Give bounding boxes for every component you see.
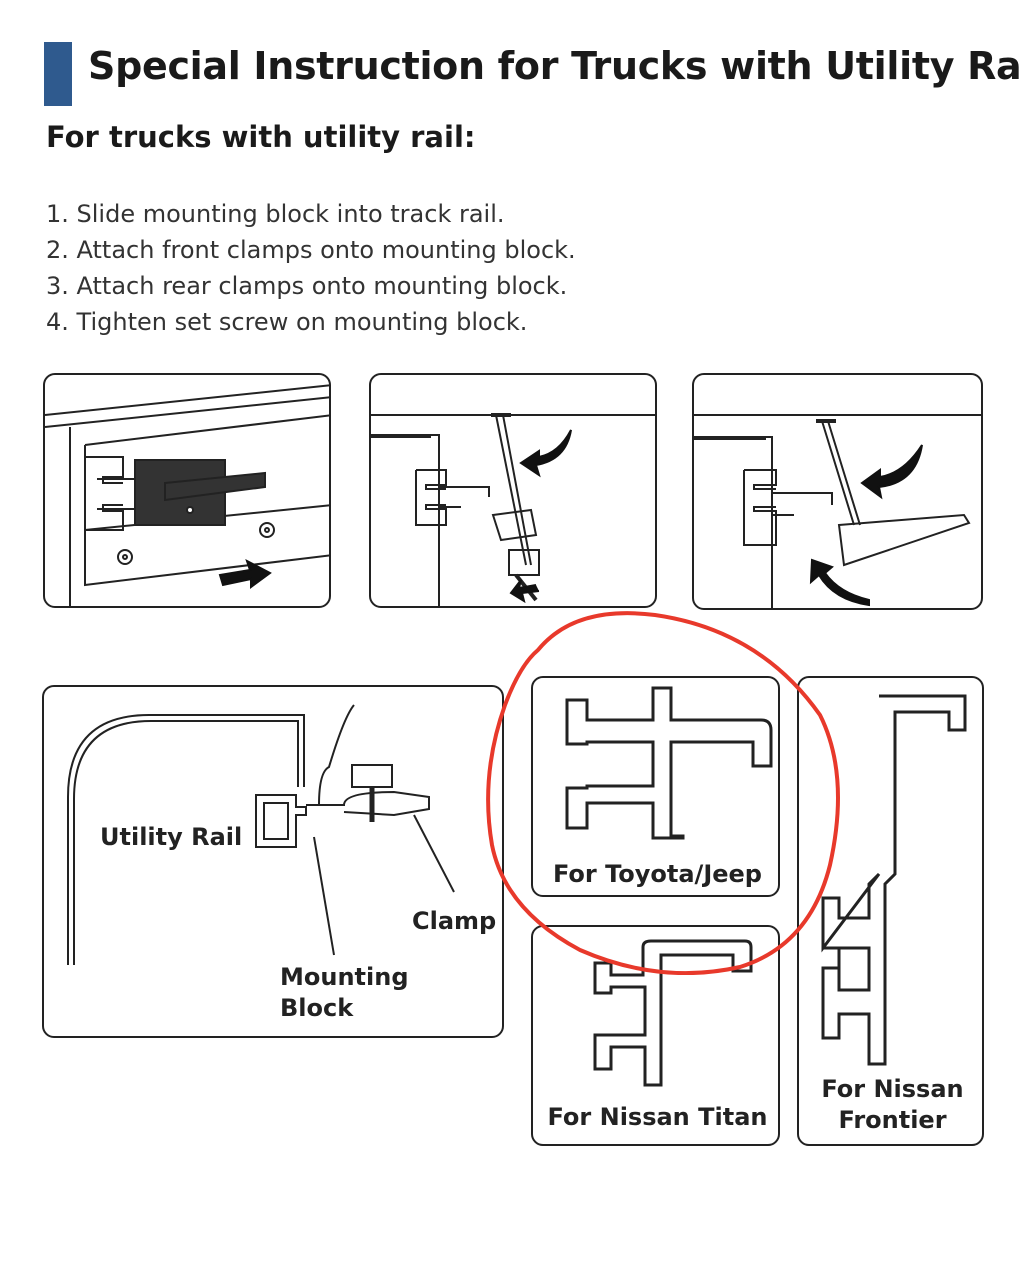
utility-rail-label: Utility Rail <box>100 823 243 851</box>
clamp-illustration <box>67 704 455 965</box>
step-1: 1. Slide mounting block into track rail. <box>46 200 505 228</box>
curved-arrow-icon <box>519 429 572 478</box>
step-3: 3. Attach rear clamps onto mounting bloc… <box>46 272 568 300</box>
curved-arrow-icon <box>860 444 923 500</box>
step-2-illustration <box>369 373 657 608</box>
section-subtitle: For trucks with utility rail: <box>46 120 476 154</box>
step-3-illustration <box>692 373 983 610</box>
clamp-label: Clamp <box>412 907 497 935</box>
nissan-frontier-label: For Nissan Frontier <box>799 1074 982 1136</box>
parts-diagram: Utility Rail Clamp Mounting Block <box>42 685 504 1038</box>
profile-toyota-jeep: For Toyota/Jeep <box>531 676 780 897</box>
nissan-frontier-label-line-1: For Nissan <box>821 1075 964 1103</box>
page-title: Special Instruction for Trucks with Util… <box>88 44 1020 88</box>
nissan-titan-label: For Nissan Titan <box>547 1103 768 1131</box>
step-1-illustration <box>43 373 331 608</box>
toyota-jeep-label: For Toyota/Jeep <box>552 860 762 888</box>
mounting-block-label-line-2: Block <box>280 994 354 1022</box>
profile-nissan-titan: For Nissan Titan <box>531 925 780 1146</box>
instruction-steps: 1. Slide mounting block into track rail.… <box>46 196 576 340</box>
profile-nissan-frontier: For Nissan Frontier <box>797 676 984 1146</box>
mounting-block-label: Mounting Block <box>280 962 409 1024</box>
step-2: 2. Attach front clamps onto mounting blo… <box>46 236 576 264</box>
nissan-frontier-label-line-2: Frontier <box>838 1106 947 1134</box>
title-accent-bar <box>44 42 72 106</box>
arrow-right-icon <box>218 558 272 589</box>
mounting-block-label-line-1: Mounting <box>280 963 409 991</box>
step-4: 4. Tighten set screw on mounting block. <box>46 308 528 336</box>
